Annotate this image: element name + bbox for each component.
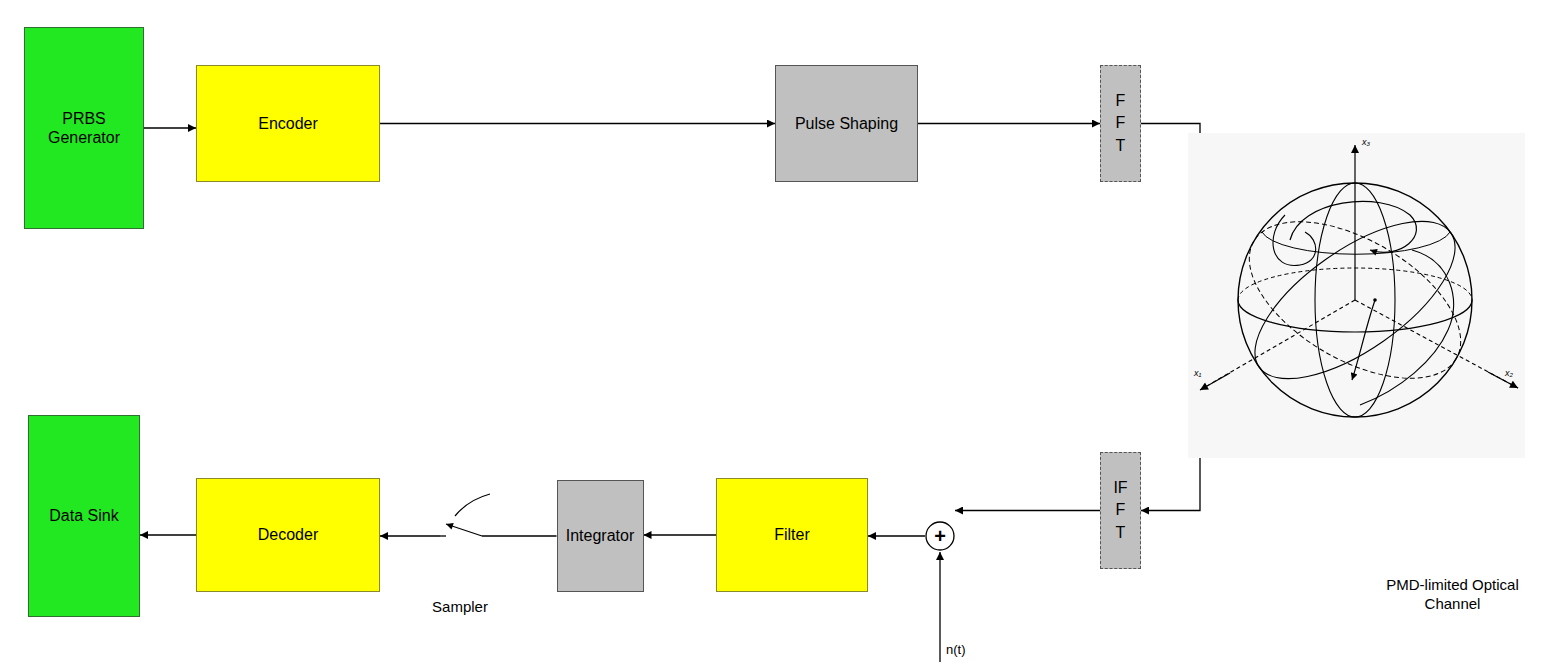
sampler-switch (440, 494, 490, 542)
poincare-sphere (1188, 133, 1525, 458)
sphere-point (1373, 298, 1377, 302)
switch-contact (440, 535, 446, 536)
axis-x3 (1354, 145, 1355, 300)
adder-sign: + (934, 524, 946, 548)
transform-box: FFT (1100, 65, 1141, 182)
axis-label: x₂ (1505, 368, 1525, 379)
noise-input-line (939, 552, 940, 662)
axis-x1 (1200, 300, 1355, 390)
node-label: Filter (770, 525, 814, 544)
switch-arc (455, 494, 490, 516)
axis-x2 (1355, 300, 1518, 388)
transform-box: IFFT (1100, 452, 1141, 569)
process-box: Decoder (196, 478, 380, 592)
process-box: Encoder (196, 65, 380, 182)
axis-label: x₃ (1362, 137, 1382, 148)
axis-x1-head (1200, 373, 1230, 390)
signal-arrow (380, 123, 775, 124)
signal-arrow (644, 534, 717, 535)
switch-blade (446, 524, 482, 536)
signal-arrow (955, 510, 1100, 511)
process-box: PRBS Generator (24, 27, 144, 229)
polarization-trajectory (1290, 201, 1416, 252)
node-label: Encoder (254, 114, 322, 133)
process-box: Pulse Shaping (775, 65, 918, 182)
axis-label: x₁ (1194, 368, 1214, 379)
signal-arrow (140, 534, 196, 535)
component-label: Sampler (410, 598, 510, 617)
axis-x2-head (1488, 372, 1518, 388)
node-label: FFT (1109, 90, 1133, 157)
node-label: Integrator (562, 526, 638, 545)
channel-label: PMD-limited Optical Channel (1360, 576, 1545, 614)
process-box: Integrator (557, 480, 644, 592)
adder-circle-shape (926, 522, 954, 550)
sphere-panel (1188, 133, 1525, 458)
process-box: Filter (716, 478, 868, 592)
polarization-trajectory (1360, 250, 1454, 405)
node-label: Pulse Shaping (791, 114, 902, 133)
signal-arrow (868, 535, 925, 536)
process-box: Data Sink (28, 415, 140, 617)
node-label: PRBS Generator (25, 109, 143, 147)
node-label: IFFT (1109, 477, 1133, 544)
sphere-latitude (1262, 232, 1450, 254)
polarization-trajectory (1273, 215, 1316, 265)
switch-gap (440, 530, 482, 542)
signal-arrow (144, 127, 196, 128)
adder-circle: + (925, 521, 955, 551)
signal-name: n(t) (946, 642, 1006, 658)
sphere-equator (1238, 300, 1472, 332)
signal-arrow (918, 123, 1100, 124)
node-label: Decoder (254, 525, 322, 544)
node-label: Data Sink (45, 506, 122, 525)
polarization-trajectory (1352, 300, 1375, 380)
